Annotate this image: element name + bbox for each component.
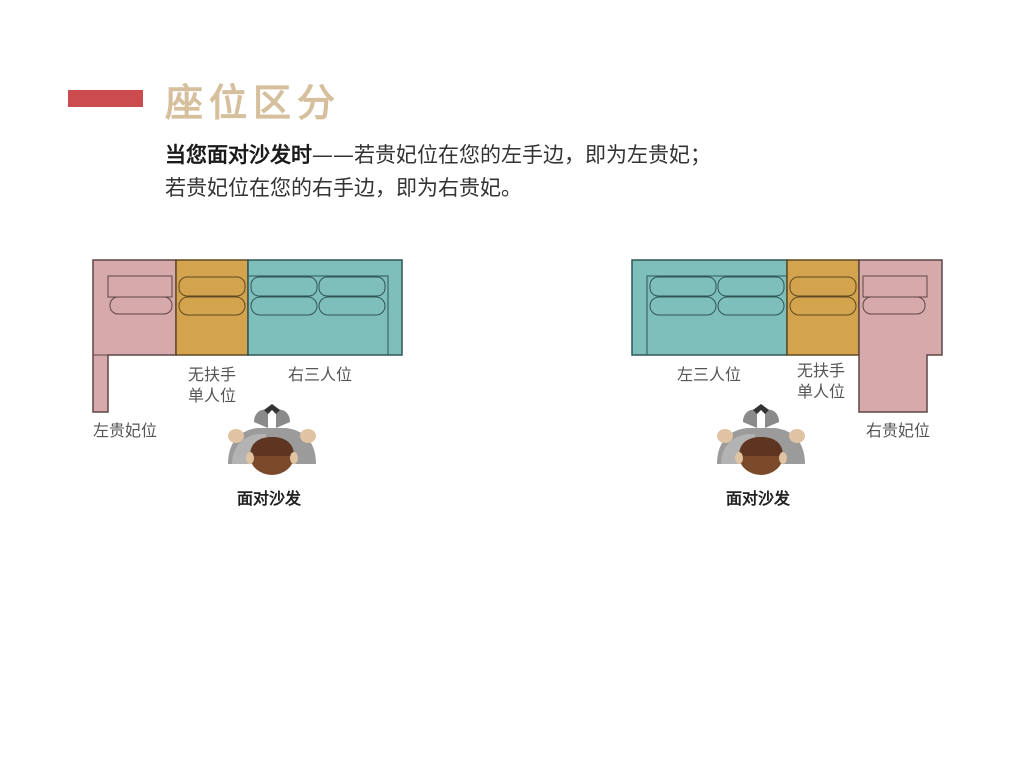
left-armless-module — [175, 259, 249, 356]
left-facing-label: 面对沙发 — [237, 489, 302, 508]
description-line-1-rest: 若贵妃位在您的左手边，即为左贵妃； — [354, 143, 711, 167]
left-armless-label-1: 无扶手 — [188, 365, 237, 384]
right-three-seat-module — [631, 259, 788, 356]
left-three-seat-module — [247, 259, 403, 356]
right-chaise-label: 右贵妃位 — [866, 421, 931, 440]
right-person-icon — [717, 404, 805, 475]
description: 当您面对沙发时——若贵妃位在您的左手边，即为左贵妃； 若贵妃位在您的右手边，即为… — [165, 139, 711, 205]
left-armless-label-2: 单人位 — [188, 386, 237, 405]
description-dash: —— — [312, 143, 354, 167]
right-armless-module — [786, 259, 860, 356]
left-person-icon — [228, 404, 316, 475]
right-armless-label-1: 无扶手 — [797, 361, 846, 380]
left-chaise-label: 左贵妃位 — [93, 421, 158, 440]
description-lead: 当您面对沙发时 — [165, 143, 312, 167]
right-three-seat-label: 左三人位 — [677, 365, 742, 384]
right-armless-label-2: 单人位 — [797, 382, 846, 401]
left-three-seat-label: 右三人位 — [288, 365, 353, 384]
right-chaise-module — [858, 259, 943, 413]
accent-bar — [68, 90, 143, 107]
page-title: 座位区分 — [165, 81, 342, 125]
description-line-1: 当您面对沙发时——若贵妃位在您的左手边，即为左贵妃； — [165, 139, 711, 172]
description-line-2: 若贵妃位在您的右手边，即为右贵妃。 — [165, 176, 522, 200]
right-facing-label: 面对沙发 — [726, 489, 791, 508]
